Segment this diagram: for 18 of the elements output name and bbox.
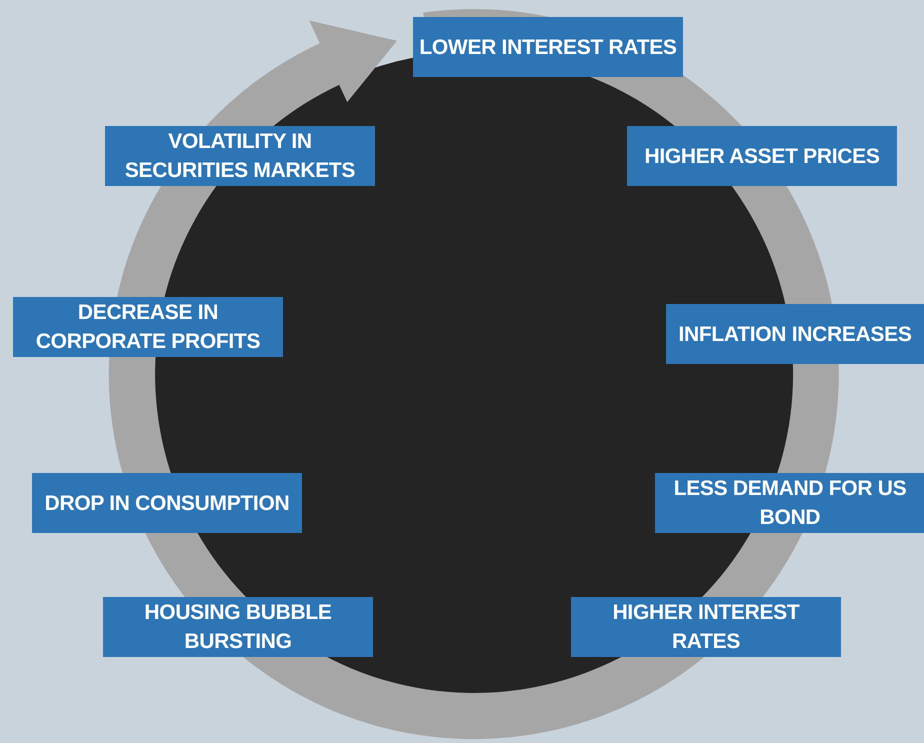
step-label: LOWER INTEREST RATES [419, 34, 677, 60]
step-box [571, 597, 841, 657]
step-label: DROP IN CONSUMPTION [44, 490, 290, 516]
step-label: DECREASE IN CORPORATE PROFITS [34, 300, 262, 355]
step-label: LESS DEMAND FOR US BOND [672, 476, 908, 531]
step-label: HIGHER ASSET PRICES [644, 144, 880, 170]
step-box [627, 126, 897, 186]
step-box [655, 473, 924, 533]
step-box [32, 473, 302, 533]
step-box [105, 126, 375, 186]
step-label: HOUSING BUBBLE BURSTING [143, 600, 333, 655]
step-box [103, 597, 373, 657]
step-label: VOLATILITY IN SECURITIES MARKETS [124, 129, 356, 184]
step-box [413, 17, 683, 77]
step-label: HIGHER INTEREST RATES [612, 600, 800, 655]
step-box [666, 304, 924, 364]
step-label: INFLATION INCREASES [678, 322, 912, 348]
step-box [13, 297, 283, 357]
